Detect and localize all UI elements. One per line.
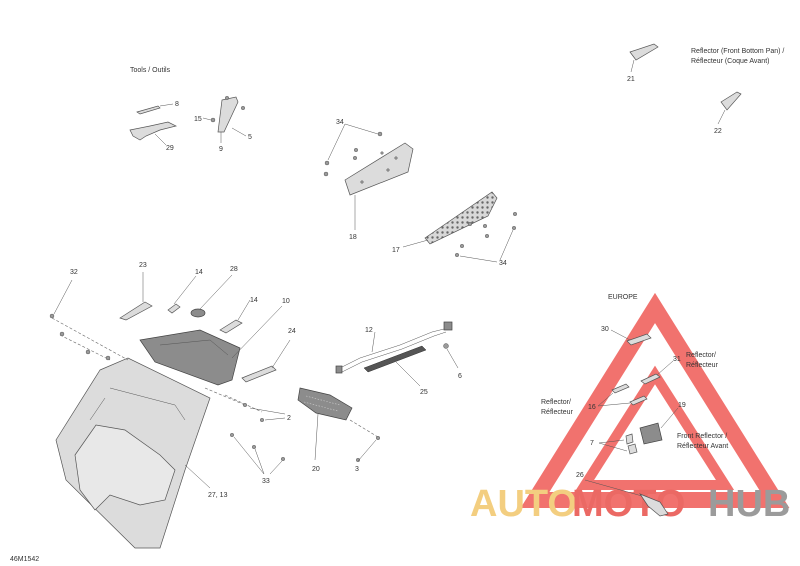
reflector-22: 22 (714, 91, 742, 135)
callout-3: 3 (355, 466, 359, 473)
callout-23: 23 (139, 262, 147, 269)
watermark-hub: HUB (708, 483, 790, 525)
light-20: 20 (297, 387, 353, 473)
callout-16: 16 (588, 404, 596, 411)
screws-3: 3 (349, 419, 381, 473)
front-reflector-label-fr: Réflecteur Avant (677, 443, 728, 450)
part-14-upper: 14 (167, 269, 203, 314)
strip-25: 25 (363, 345, 428, 396)
callout-34-upper: 34 (336, 119, 344, 126)
plate-18: 34 18 (323, 119, 414, 241)
callout-7: 7 (590, 440, 594, 447)
callout-14-lower: 14 (250, 297, 258, 304)
callout-19: 19 (678, 402, 686, 409)
grommet-28: 28 (190, 266, 238, 318)
callout-34-lower: 34 (499, 260, 507, 267)
reflector-30: 30 (601, 326, 652, 346)
belly-pan-27-13: 27, 13 32 (49, 269, 228, 549)
console-10: 10 (139, 298, 290, 386)
callout-17: 17 (392, 247, 400, 254)
screws-33: 33 (229, 433, 286, 485)
callout-12: 12 (365, 327, 373, 334)
tool-pliers-29: 29 (129, 121, 178, 152)
reflector-label-right-en: Reflector/ (686, 352, 716, 359)
callout-33: 33 (262, 478, 270, 485)
reflector-label-right-fr: Réflecteur (686, 362, 719, 369)
front-reflector-19: 19 Front Reflector / Réflecteur Avant (639, 402, 728, 450)
callout-8: 8 (175, 101, 179, 108)
europe-label: EUROPE (608, 294, 638, 301)
callout-2: 2 (287, 415, 291, 422)
callout-29: 29 (166, 145, 174, 152)
callout-5: 5 (248, 134, 252, 141)
callout-20: 20 (312, 466, 320, 473)
reflector-21: 21 (627, 43, 659, 83)
part-24: 24 (241, 328, 296, 383)
brackets-7: 7 (590, 433, 638, 455)
tool-wrench-8: 8 (136, 101, 179, 115)
callout-6: 6 (458, 373, 462, 380)
callout-18: 18 (349, 234, 357, 241)
callout-31: 31 (673, 356, 681, 363)
screws-2: 2 (204, 387, 291, 423)
reflector-label-left-en: Reflector/ (541, 399, 571, 406)
callout-27-13: 27, 13 (208, 492, 228, 499)
callout-15: 15 (194, 116, 202, 123)
part-14-lower: 14 (219, 297, 258, 334)
callout-26: 26 (576, 472, 584, 479)
reflector-front-bottom-pan-label-fr: Réflecteur (Coque Avant) (691, 58, 769, 65)
clip-6: 6 (443, 343, 462, 380)
callout-28: 28 (230, 266, 238, 273)
bracket-26: 26 (576, 472, 669, 517)
mesh-panel-17: 17 34 (392, 191, 518, 267)
watermark-auto: AUTO (470, 483, 577, 525)
callout-21: 21 (627, 76, 635, 83)
tools-label: Tools / Outils (130, 67, 171, 74)
bracket-9: 15 9 5 (194, 95, 252, 153)
part-23: 23 (119, 262, 153, 321)
figure-id: 46M1542 (10, 556, 39, 563)
callout-32: 32 (70, 269, 78, 276)
reflector-label-left-fr: Réflecteur (541, 409, 574, 416)
callout-10: 10 (282, 298, 290, 305)
callout-14-upper: 14 (195, 269, 203, 276)
callout-22: 22 (714, 128, 722, 135)
reflectors-16: 16 Reflector/ Réflecteur (541, 383, 648, 416)
front-reflector-label-en: Front Reflector / (677, 433, 727, 440)
wire-harness-12: 12 (335, 321, 453, 374)
watermark-moto: MOTO (572, 483, 685, 525)
reflector-31: 31 Reflector/ Réflecteur (640, 352, 719, 385)
reflector-front-bottom-pan-label-en: Reflector (Front Bottom Pan) / (691, 48, 784, 55)
callout-25: 25 (420, 389, 428, 396)
callout-9: 9 (219, 146, 223, 153)
callout-30: 30 (601, 326, 609, 333)
callout-24: 24 (288, 328, 296, 335)
